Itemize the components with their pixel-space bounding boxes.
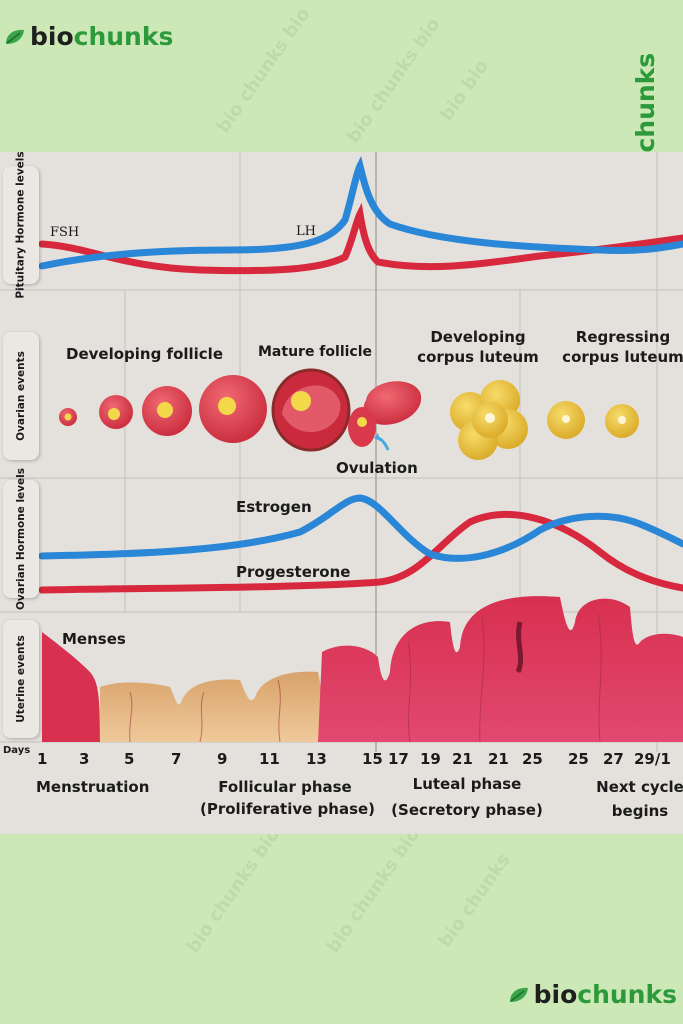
fsh-label: FSH — [50, 225, 80, 240]
phase-follicular: Follicular phase (Proliferative phase) — [200, 776, 376, 820]
watermark: bio chunks bio — [212, 4, 315, 137]
watermark: bio chunks bio — [182, 824, 285, 957]
day-tick: 25 — [522, 750, 543, 768]
logo-text-chunks: chunks — [73, 22, 174, 51]
menstrual-cycle-diagram: Pituitary Hormone levels Ovarian events … — [0, 152, 683, 834]
phase-luteal: Luteal phase (Secretory phase) — [384, 773, 550, 821]
progesterone-label: Progesterone — [236, 563, 351, 581]
day-tick: 3 — [79, 750, 90, 768]
phase-next-line1: Next cycle — [596, 778, 683, 796]
corpus-luteum-series — [450, 380, 639, 460]
diagram-graphics — [0, 152, 683, 752]
day-tick: 19 — [420, 750, 441, 768]
day-tick: 15 — [362, 750, 383, 768]
regressing-corpus-luteum-label: Regressing corpus luteum — [562, 328, 683, 366]
day-tick: 25 — [568, 750, 589, 768]
developing-follicle-label: Developing follicle — [66, 345, 224, 363]
day-tick: 9 — [217, 750, 228, 768]
row-label-uterine-events: Uterine events — [3, 620, 39, 738]
phase-luteal-line2: (Secretory phase) — [391, 801, 543, 819]
day-tick: 29/1 — [634, 750, 671, 768]
day-tick: 21 — [488, 750, 509, 768]
fsh-curve — [38, 202, 683, 275]
watermark: bio chunks bio — [322, 824, 425, 957]
estrogen-curve — [38, 494, 683, 562]
row-label-ovarian-events: Ovarian events — [3, 332, 39, 460]
day-tick: 27 — [603, 750, 624, 768]
logo-text-bio: bio — [533, 980, 578, 1009]
ovulation-label: Ovulation — [336, 459, 418, 477]
estrogen-label: Estrogen — [236, 498, 312, 516]
day-tick: 17 — [388, 750, 409, 768]
watermark: bio chunks bio — [342, 14, 445, 147]
days-axis-label: Days — [3, 745, 31, 756]
leaf-icon — [6, 29, 24, 44]
follicle-series — [59, 368, 422, 452]
phase-follicular-line1: Follicular phase — [218, 778, 352, 796]
mature-follicle-label: Mature follicle — [258, 344, 373, 360]
phase-menstruation: Menstruation — [36, 778, 150, 796]
day-tick: 1 — [37, 750, 48, 768]
leaf-icon — [509, 987, 528, 1002]
progesterone-curve — [38, 511, 683, 594]
endometrium — [42, 596, 683, 743]
day-tick: 13 — [306, 750, 327, 768]
phase-luteal-line1: Luteal phase — [412, 775, 522, 793]
row-label-pituitary: Pituitary Hormone levels — [3, 152, 39, 299]
day-tick: 7 — [171, 750, 182, 768]
day-tick: 21 — [452, 750, 473, 768]
day-tick: 11 — [259, 750, 280, 768]
lh-curve — [38, 155, 683, 270]
day-tick: 5 — [124, 750, 135, 768]
row-label-ovarian-hormones: Ovarian Hormone levels — [3, 468, 39, 610]
developing-corpus-luteum-label: Developing corpus luteum — [417, 328, 539, 366]
logo-text-chunks: chunks — [631, 52, 661, 153]
phase-next-line2: begins — [611, 802, 669, 820]
menses-label: Menses — [62, 630, 126, 648]
ovulating-follicle — [363, 381, 422, 425]
phase-follicular-line2: (Proliferative phase) — [200, 800, 376, 818]
watermark: bio bio — [436, 56, 493, 125]
watermark: bio chunks — [434, 849, 515, 952]
logo-text-chunks: chunks — [577, 980, 677, 1009]
lh-label: LH — [296, 224, 316, 239]
phase-next-cycle: Next cycle begins — [592, 776, 683, 822]
logo-text-bio: bio — [30, 22, 74, 51]
